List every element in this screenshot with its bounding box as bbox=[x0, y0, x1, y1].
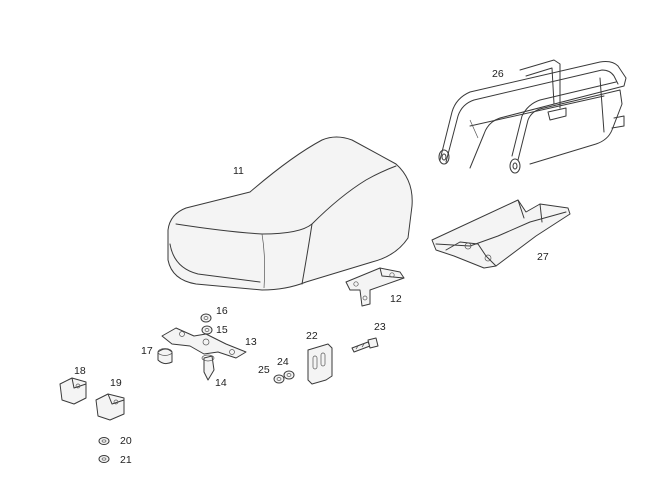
rear-rack-part-26 bbox=[438, 59, 627, 174]
callout-13: 13 bbox=[245, 336, 257, 348]
storage-tray-part-27 bbox=[431, 199, 571, 269]
seat-part-11 bbox=[167, 136, 413, 291]
callout-19: 19 bbox=[110, 377, 122, 389]
callout-14: 14 bbox=[215, 377, 227, 389]
callout-20: 20 bbox=[120, 435, 132, 447]
callout-15: 15 bbox=[216, 324, 228, 336]
washer-part-15 bbox=[201, 325, 213, 335]
hinge-plate-part-13 bbox=[161, 327, 247, 359]
nut-part-24 bbox=[283, 370, 295, 380]
nut-part-20 bbox=[98, 437, 110, 445]
nut-part-16 bbox=[200, 313, 212, 323]
callout-23: 23 bbox=[374, 321, 386, 333]
callout-18: 18 bbox=[74, 365, 86, 377]
callout-27: 27 bbox=[537, 251, 549, 263]
bracket-part-19 bbox=[95, 393, 125, 421]
pin-part-14 bbox=[201, 354, 215, 381]
nut-part-21 bbox=[98, 455, 110, 463]
cap-nut-part-17 bbox=[157, 348, 173, 365]
callout-22: 22 bbox=[306, 330, 318, 342]
callout-16: 16 bbox=[216, 305, 228, 317]
callout-17: 17 bbox=[141, 345, 153, 357]
callout-12: 12 bbox=[390, 293, 402, 305]
washer-part-25 bbox=[273, 374, 285, 384]
slotted-plate-part-22 bbox=[307, 343, 333, 385]
callout-21: 21 bbox=[120, 454, 132, 466]
callout-26: 26 bbox=[492, 68, 504, 80]
seat-bracket-part-12 bbox=[345, 267, 405, 307]
callout-11: 11 bbox=[233, 165, 244, 177]
callout-25: 25 bbox=[258, 364, 270, 376]
callout-24: 24 bbox=[277, 356, 289, 368]
bracket-part-18 bbox=[59, 377, 87, 405]
bolt-part-23 bbox=[351, 337, 379, 353]
